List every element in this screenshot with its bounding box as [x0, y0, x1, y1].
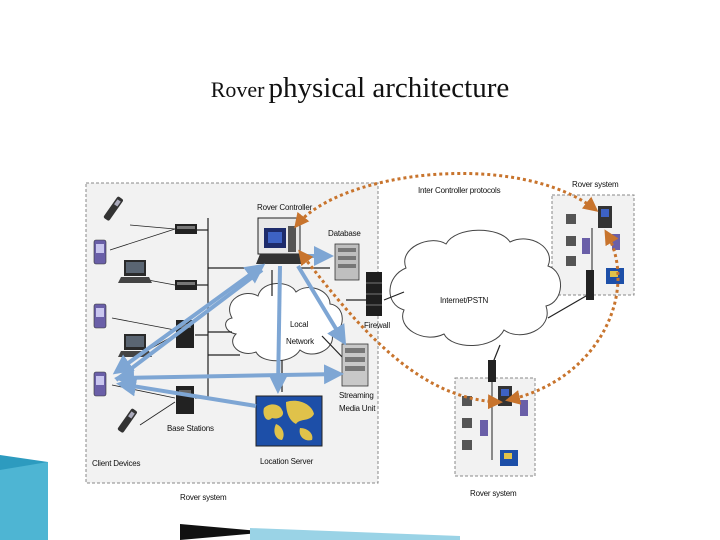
label-client-devices: Client Devices: [92, 459, 141, 468]
slide-title-part1: Rover: [210, 77, 265, 102]
slide-title: Rover physical architecture: [0, 72, 720, 105]
label-internet: Internet/PSTN: [440, 296, 489, 305]
label-local-network-1: Local: [290, 320, 309, 329]
label-base-stations: Base Stations: [167, 424, 214, 433]
label-streaming-1: Streaming: [339, 391, 374, 400]
label-rover-system-right: Rover system: [572, 180, 619, 189]
rover-controller-icon: [256, 217, 304, 264]
slide-accent-decoration: [0, 455, 720, 540]
label-location-server: Location Server: [260, 457, 314, 466]
location-server-map: [255, 395, 323, 447]
label-rover-system-left: Rover system: [180, 493, 227, 502]
slide-title-part2: physical architecture: [268, 72, 510, 104]
label-inter-controller: Inter Controller protocols: [418, 186, 501, 195]
label-streaming-2: Media Unit: [339, 404, 376, 413]
label-rover-system-bottom: Rover system: [470, 489, 517, 498]
internet-cloud: [389, 229, 561, 346]
local-network-cloud: [225, 283, 343, 362]
database-icon: [334, 243, 360, 281]
label-rover-controller: Rover Controller: [257, 203, 313, 212]
inter-controller-arrows: [294, 171, 620, 410]
label-database: Database: [328, 229, 361, 238]
streaming-media-unit-icon: [341, 343, 369, 387]
label-local-network-2: Network: [286, 337, 314, 346]
firewall-icon: [366, 272, 382, 316]
label-firewall: Firewall: [364, 321, 390, 330]
